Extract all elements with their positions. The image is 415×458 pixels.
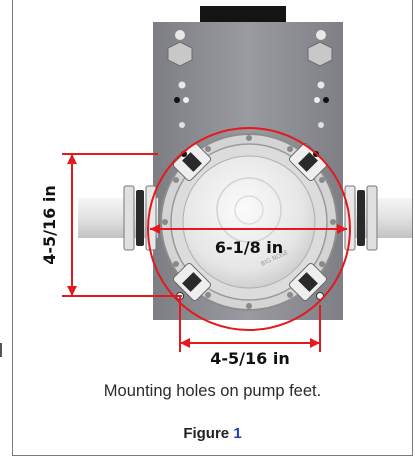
plate-hole-icon <box>323 97 329 103</box>
plate-hole-icon <box>178 81 186 89</box>
pump-figure: BIG NOSE <box>40 6 412 368</box>
pump-cap <box>216 177 282 243</box>
right-outlet-pipe <box>345 198 412 238</box>
left-inlet-pipe <box>78 198 158 238</box>
plate-hole-icon <box>179 122 185 128</box>
hex-nut-icon <box>167 41 193 67</box>
pump-body <box>182 155 316 289</box>
pump-cap-center <box>234 195 264 225</box>
right-pipe-flange <box>366 185 378 251</box>
plate-hole-icon <box>318 122 324 128</box>
left-pipe-flange <box>123 185 135 251</box>
vertical-dimension-label: 4-5/16 in <box>40 185 59 264</box>
dimension-arrowheads <box>67 154 347 348</box>
side-marker <box>0 343 2 357</box>
plate-hole-icon <box>174 97 180 103</box>
hex-nut-icon <box>307 41 333 67</box>
figure-caption: Mounting holes on pump feet. <box>103 382 322 400</box>
plate-hole-icon <box>183 97 189 103</box>
figure-frame <box>12 0 413 456</box>
mounting-foot-bottom-right <box>288 262 328 302</box>
plate-hole-icon <box>175 30 185 40</box>
plate-hole-icon <box>314 97 320 103</box>
dimension-annotations <box>62 127 351 352</box>
plate-hole-icon <box>317 81 325 89</box>
top-outlet-pipe <box>200 6 286 26</box>
center-dimension-label: 6-1/8 in <box>215 238 283 257</box>
left-pipe-flange <box>136 190 144 246</box>
flange-bolts <box>162 135 336 309</box>
mounting-foot-bottom-left <box>172 262 212 302</box>
plate-hole-icon <box>316 30 326 40</box>
figure-label: Figure 1 <box>12 425 413 442</box>
bottom-dimension-label: 4-5/16 in <box>210 349 289 368</box>
figure-prefix: Figure <box>183 425 230 442</box>
figure-number-link[interactable]: 1 <box>233 425 242 442</box>
right-pipe-flange <box>357 190 365 246</box>
